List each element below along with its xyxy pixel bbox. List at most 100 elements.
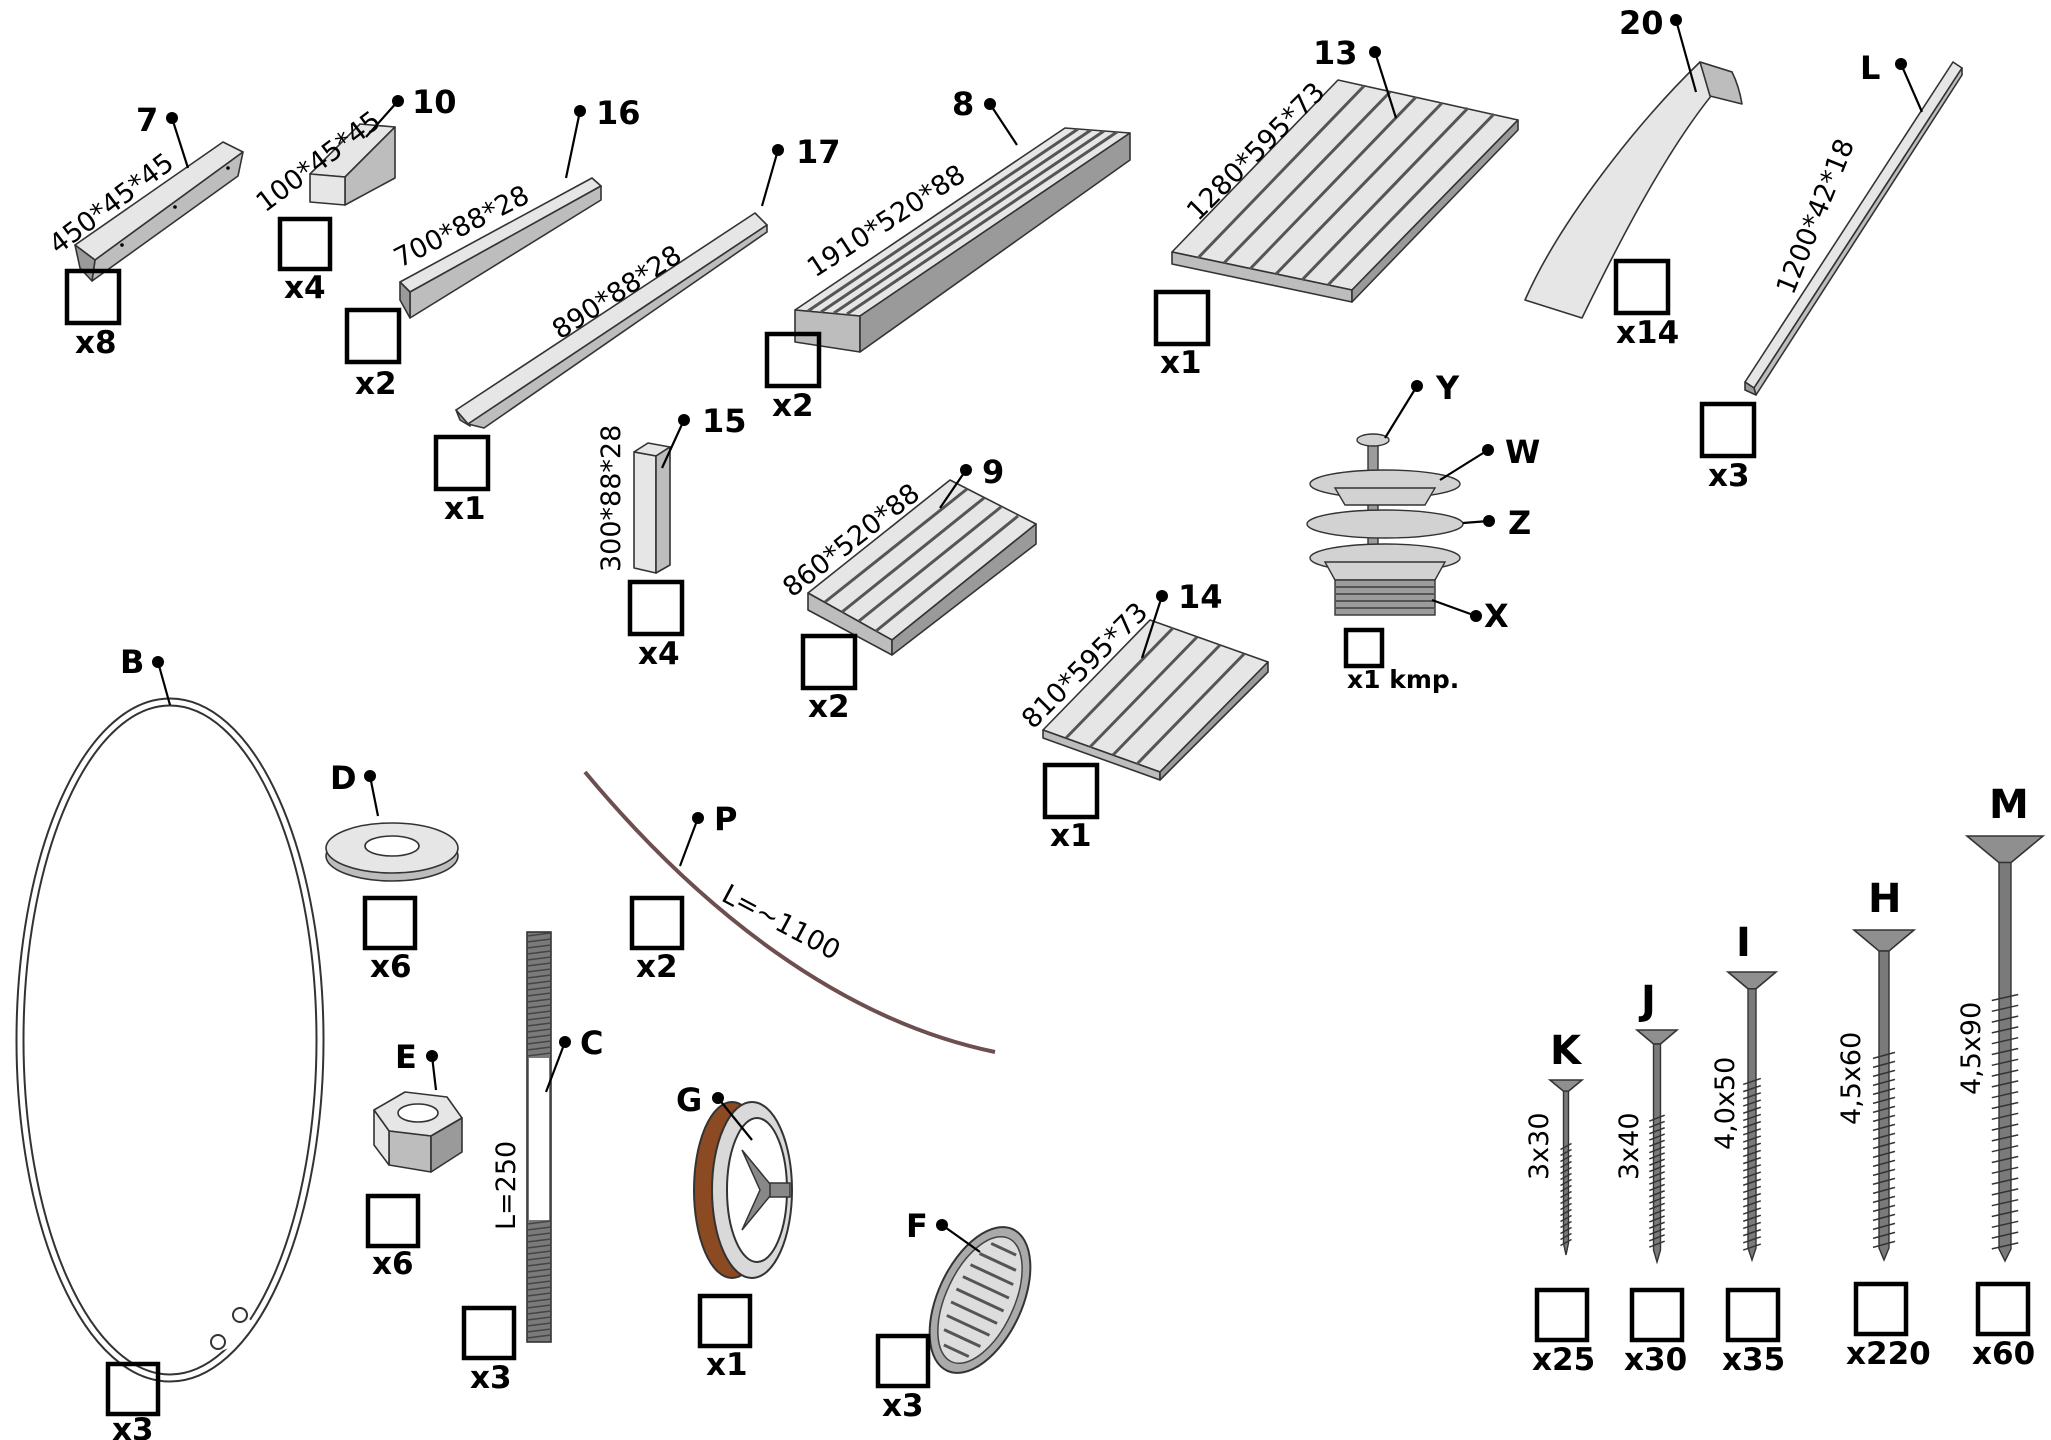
part-7-checkbox[interactable]: [64, 268, 122, 326]
part-B: B x3: [15, 643, 325, 1440]
part-E-quantity: x6: [372, 1246, 414, 1282]
part-20: 20 x14: [1524, 4, 1743, 351]
part-17-checkbox[interactable]: [433, 434, 491, 492]
screws: K3x30x25J3x40x30I4,0x50x35H4,5x60x220M4,…: [1524, 782, 2046, 1378]
part-P-quantity: x2: [636, 949, 678, 985]
screw-M-size: 4,5x90: [1956, 1002, 1987, 1095]
drain-quantity: x1 kmp.: [1347, 665, 1459, 694]
screw-H-quantity: x220: [1846, 1336, 1931, 1372]
part-D: D x6: [325, 759, 459, 985]
part-14-label: 14: [1178, 578, 1223, 616]
part-7-quantity: x8: [75, 325, 117, 361]
drain-gasket-z: [1306, 509, 1464, 539]
screw-I-size: 4,0x50: [1710, 1057, 1741, 1150]
part-C-quantity: x3: [470, 1360, 512, 1396]
part-F-quantity: x3: [882, 1388, 924, 1424]
part-C-dimension: L=250: [491, 1141, 522, 1230]
drain-label-w: W: [1505, 433, 1540, 471]
drain-checkbox[interactable]: [1343, 627, 1385, 669]
part-P-checkbox[interactable]: [629, 895, 685, 951]
screw-J-checkbox[interactable]: [1629, 1287, 1685, 1343]
screw-J-label: J: [1638, 978, 1656, 1024]
screw-I-checkbox[interactable]: [1725, 1287, 1781, 1343]
part-13-checkbox[interactable]: [1153, 289, 1211, 347]
part-7-label: 7: [136, 101, 158, 139]
drain-label-x: X: [1484, 597, 1509, 635]
part-D-checkbox[interactable]: [362, 895, 418, 951]
screw-H-label: H: [1868, 876, 1901, 922]
drain-assembly: Y W Z X x1 kmp.: [1306, 369, 1540, 694]
screw-I-label: I: [1736, 920, 1751, 966]
screw-K-size: 3x30: [1524, 1112, 1555, 1180]
part-13: 13 1280*595*73 x1: [1153, 34, 1519, 381]
part-8-checkbox[interactable]: [764, 331, 822, 389]
part-C-checkbox[interactable]: [461, 1305, 517, 1361]
screw-J-shank: [1652, 1043, 1662, 1265]
part-P: P L=~1100 x2: [583, 770, 996, 1054]
screw-K-head: [1547, 1079, 1585, 1092]
screw-H-size: 4,5x60: [1836, 1032, 1867, 1125]
part-L-quantity: x3: [1708, 458, 1750, 494]
part-F-checkbox[interactable]: [875, 1333, 931, 1389]
screw-J-size: 3x40: [1614, 1112, 1645, 1180]
part-E: E x6: [365, 1038, 463, 1282]
drain-label-z: Z: [1508, 504, 1531, 542]
part-15-checkbox[interactable]: [627, 579, 685, 637]
screw-M: M 4,5x90 x60: [1956, 782, 2046, 1372]
part-7: 7 450*45*45 x8: [44, 101, 244, 361]
part-C: C L=250 x3: [461, 931, 603, 1396]
part-20-label: 20: [1619, 4, 1664, 42]
part-F-label: F: [906, 1207, 928, 1245]
part-D-label: D: [330, 759, 357, 797]
part-13-label: 13: [1313, 34, 1358, 72]
part-15-quantity: x4: [638, 636, 680, 672]
part-14: 14 810*595*73 x1: [1016, 578, 1269, 854]
part-L-checkbox[interactable]: [1699, 401, 1757, 459]
part-G-quantity: x1: [706, 1347, 748, 1383]
part-B-label: B: [120, 643, 144, 681]
part-E-checkbox[interactable]: [365, 1193, 421, 1249]
drain-bolt-head: [1356, 433, 1390, 447]
part-17-quantity: x1: [444, 491, 486, 527]
part-9-label: 9: [982, 453, 1004, 491]
part-9-quantity: x2: [808, 689, 850, 725]
screw-M-head: [1964, 835, 2046, 864]
part-16-checkbox[interactable]: [344, 307, 402, 365]
screw-H-checkbox[interactable]: [1853, 1281, 1909, 1337]
screw-I: I 4,0x50 x35: [1710, 920, 1785, 1378]
part-D-quantity: x6: [370, 949, 412, 985]
part-8-quantity: x2: [772, 388, 814, 424]
part-B-checkbox[interactable]: [105, 1361, 161, 1417]
screw-M-checkbox[interactable]: [1975, 1281, 2031, 1337]
drain-label-y: Y: [1435, 369, 1460, 407]
screw-H: H 4,5x60 x220: [1836, 876, 1931, 1372]
part-16-quantity: x2: [355, 366, 397, 402]
cord: [583, 770, 996, 1054]
part-L-label: L: [1860, 49, 1880, 87]
screw-K-quantity: x25: [1532, 1342, 1595, 1378]
screw-M-quantity: x60: [1972, 1336, 2035, 1372]
part-15: 15 300*88*28 x4: [596, 402, 747, 672]
drain-threaded-body-x: [1334, 579, 1436, 616]
screw-M-label: M: [1989, 782, 2029, 828]
part-E-label: E: [395, 1038, 417, 1076]
part-F: F x3: [875, 1207, 1032, 1424]
part-20-quantity: x14: [1616, 315, 1679, 351]
part-G: G x1: [676, 1081, 793, 1383]
part-G-checkbox[interactable]: [697, 1293, 753, 1349]
part-13-quantity: x1: [1160, 345, 1202, 381]
screw-I-head: [1725, 971, 1779, 990]
part-10-checkbox[interactable]: [277, 216, 333, 272]
part-14-checkbox[interactable]: [1042, 762, 1100, 820]
part-9: 9 860*520*88 x2: [777, 453, 1037, 725]
part-20-checkbox[interactable]: [1613, 258, 1671, 316]
screw-K-checkbox[interactable]: [1534, 1287, 1590, 1343]
part-15-label: 15: [702, 402, 747, 440]
part-9-checkbox[interactable]: [800, 633, 858, 691]
screw-I-quantity: x35: [1722, 1342, 1785, 1378]
screw-H-shank: [1878, 950, 1890, 1262]
part-14-quantity: x1: [1050, 818, 1092, 854]
